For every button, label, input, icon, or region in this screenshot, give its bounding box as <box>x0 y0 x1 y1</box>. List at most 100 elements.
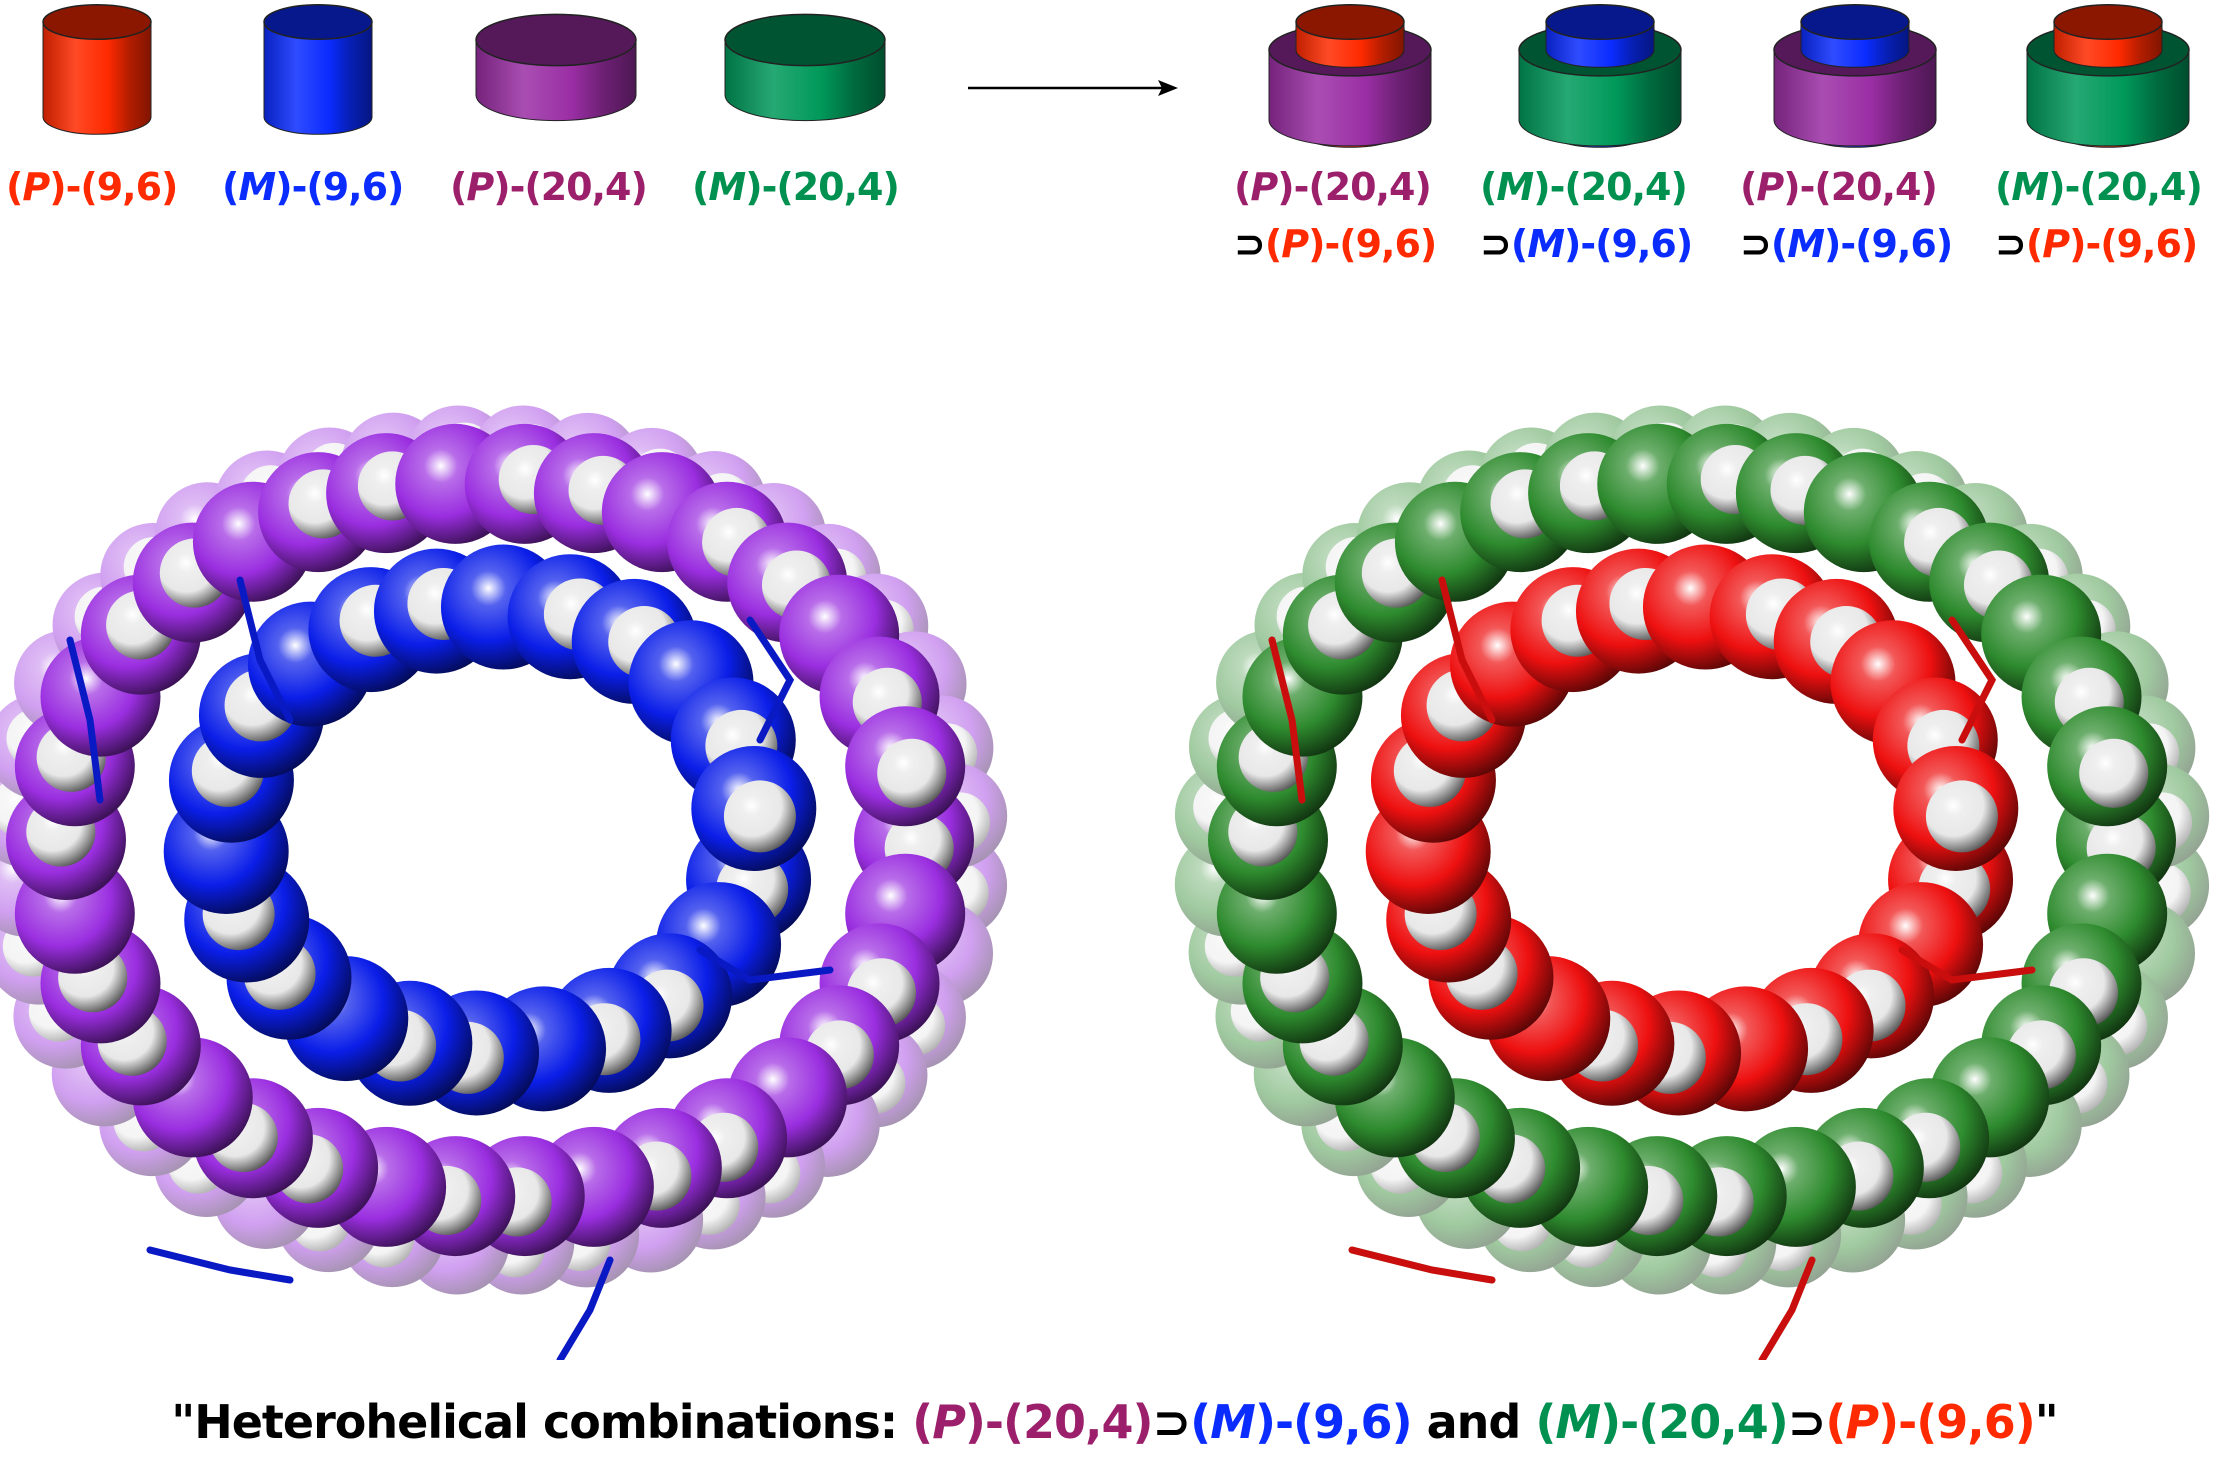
helix-label: (M)-(20,4) <box>1480 165 1688 209</box>
helix-label: (P)-(9,6) <box>1264 222 1437 266</box>
cylinder-cartoons <box>42 3 2190 148</box>
paren: ( <box>1770 222 1788 266</box>
hydrogen-sphere <box>1925 780 1998 853</box>
helix-type: )-(9,6) <box>2069 222 2198 266</box>
paren: ( <box>222 165 239 209</box>
inner-cylinder-top <box>1295 3 1405 68</box>
helicity-letter: P <box>932 1395 966 1449</box>
label-complex-4-outer: (M)-(20,4) <box>1995 165 2203 209</box>
helicity-letter: M <box>708 165 746 209</box>
p-9-6-cylinder <box>42 3 152 135</box>
paren: ( <box>2025 222 2043 266</box>
helicity-letter: P <box>1845 1395 1879 1449</box>
label-m-20-4: (M)-(20,4) <box>692 165 900 209</box>
m-20-4-cylinder <box>724 13 886 122</box>
helix-type: )-(9,6) <box>1564 222 1693 266</box>
helicity-letter: P <box>466 165 494 209</box>
inner-cylinder-top <box>2053 3 2163 68</box>
inner-cylinder-top <box>1545 3 1655 68</box>
helix-type: )-(20,4) <box>1533 165 1688 209</box>
paren: ( <box>1740 165 1757 209</box>
inner-cylinder-top <box>1800 3 1910 68</box>
helix-label: (P)-(9,6) <box>2025 222 2198 266</box>
label-complex-2-outer: (M)-(20,4) <box>1480 165 1688 209</box>
label-m-9-6: (M)-(9,6) <box>222 165 404 209</box>
caption: "Heterohelical combinations: (P)-(20,4)⊃… <box>0 1395 2229 1449</box>
hydrogen-sphere <box>723 780 796 853</box>
paren: ( <box>1264 222 1282 266</box>
helix-label: (M)-(9,6) <box>1770 222 1953 266</box>
superset-symbol: ⊃ <box>1787 1395 1827 1449</box>
helix-type: )-(20,4) <box>1600 1395 1789 1449</box>
helix-type: )-(9,6) <box>1254 1395 1413 1449</box>
helicity-letter: M <box>1555 1395 1601 1449</box>
helicity-letter: P <box>1250 165 1278 209</box>
helix-type: )-(9,6) <box>1308 222 1437 266</box>
p-20-4-m-9-6-complex-side-chains-front <box>66 576 834 1360</box>
paren: ( <box>6 165 23 209</box>
paren: ( <box>1825 1395 1846 1449</box>
label-complex-2-inner: ⊃(M)-(9,6) <box>1480 222 1693 266</box>
hydrogen-sphere <box>2079 738 2149 808</box>
label-complex-3-outer: (P)-(20,4) <box>1740 165 1938 209</box>
helix-type: )-(20,4) <box>964 1395 1154 1449</box>
superset-symbol: ⊃ <box>1234 222 1266 266</box>
paren: ( <box>1510 222 1528 266</box>
paren: ( <box>450 165 467 209</box>
helicity-letter: M <box>238 165 276 209</box>
helix-type: )-(20,4) <box>2048 165 2203 209</box>
caption-prefix: "Heterohelical combinations: <box>171 1395 913 1449</box>
reaction-arrow <box>968 80 1178 96</box>
helix-label: (M)-(20,4) <box>1535 1395 1789 1449</box>
paren: ( <box>1535 1395 1556 1449</box>
helix-label: (M)-(9,6) <box>1510 222 1693 266</box>
helix-type: )-(20,4) <box>1783 165 1938 209</box>
superset-symbol: ⊃ <box>1740 222 1772 266</box>
paren: ( <box>1234 165 1251 209</box>
helix-label: (M)-(20,4) <box>1995 165 2203 209</box>
superset-symbol: ⊃ <box>1995 222 2027 266</box>
helix-type: )-(20,4) <box>745 165 900 209</box>
helix-label: (P)-(9,6) <box>1825 1395 2036 1449</box>
p-20-4-cylinder <box>475 13 637 122</box>
m-9-6-cylinder <box>263 3 373 135</box>
label-complex-1-outer: (P)-(20,4) <box>1234 165 1432 209</box>
caption-suffix: " <box>2034 1395 2059 1449</box>
helicity-letter: P <box>22 165 50 209</box>
m-20-4-p-9-6-complex-side-chains-front <box>1268 576 2036 1360</box>
superset-symbol: ⊃ <box>1152 1395 1192 1449</box>
helix-label: (P)-(20,4) <box>1234 165 1432 209</box>
p-20-4-m-9-6-complex-outer-helix <box>6 423 974 1257</box>
label-complex-1-inner: ⊃(P)-(9,6) <box>1234 222 1437 266</box>
helix-type: )-(9,6) <box>275 165 404 209</box>
helicity-letter: M <box>1527 222 1565 266</box>
helicity-letter: M <box>1496 165 1534 209</box>
helix-type: )-(20,4) <box>1277 165 1432 209</box>
label-complex-3-inner: ⊃(M)-(9,6) <box>1740 222 1953 266</box>
hydrogen-sphere <box>877 738 947 808</box>
helicity-letter: M <box>1210 1395 1256 1449</box>
helicity-letter: M <box>2011 165 2049 209</box>
helix-type: )-(20,4) <box>493 165 648 209</box>
helix-label: (M)-(9,6) <box>222 165 404 209</box>
superset-symbol: ⊃ <box>1480 222 1512 266</box>
helicity-letter: P <box>1756 165 1784 209</box>
label-p-9-6: (P)-(9,6) <box>6 165 178 209</box>
caption-and: and <box>1411 1395 1536 1449</box>
helix-label: (M)-(20,4) <box>692 165 900 209</box>
helix-label: (M)-(9,6) <box>1190 1395 1413 1449</box>
helicity-letter: M <box>1787 222 1825 266</box>
helix-label: (P)-(20,4) <box>450 165 648 209</box>
helix-type: )-(9,6) <box>1824 222 1953 266</box>
helix-type: )-(9,6) <box>1878 1395 2036 1449</box>
helicity-letter: P <box>1281 222 1309 266</box>
paren: ( <box>1480 165 1497 209</box>
helicity-letter: P <box>2042 222 2070 266</box>
helix-label: (P)-(20,4) <box>1740 165 1938 209</box>
paren: ( <box>1995 165 2012 209</box>
label-complex-4-inner: ⊃(P)-(9,6) <box>1995 222 2198 266</box>
helix-label: (P)-(20,4) <box>912 1395 1154 1449</box>
helix-label: (P)-(9,6) <box>6 165 178 209</box>
p-20-4-m-9-6-complex-inner-helix <box>163 544 817 1116</box>
molecular-models <box>0 405 2210 1360</box>
